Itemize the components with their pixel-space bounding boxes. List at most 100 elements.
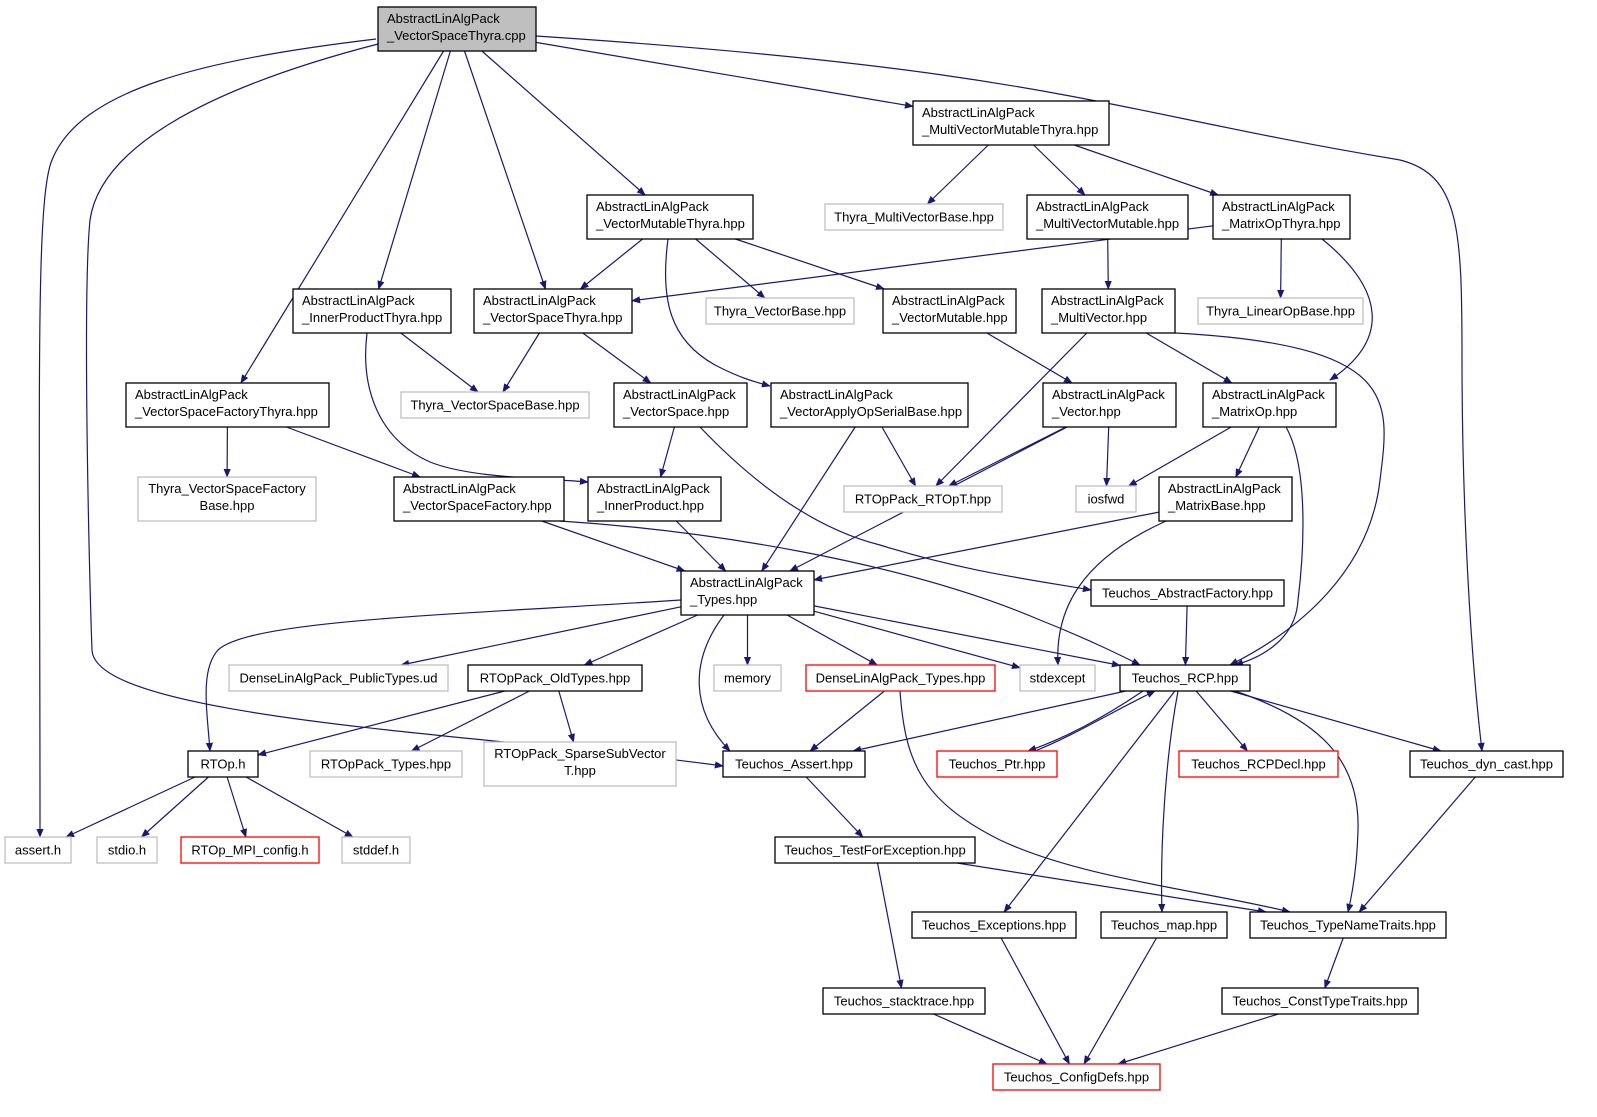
node-tmvb[interactable]: Thyra_MultiVectorBase.hpp — [824, 203, 1004, 231]
node-tvb[interactable]: Thyra_VectorBase.hpp — [705, 297, 855, 325]
node-box — [1212, 194, 1351, 240]
node-label-line: _VectorSpace.hpp — [622, 404, 729, 419]
node-label-line: AbstractLinAlgPack — [1052, 387, 1165, 402]
node-assert[interactable]: Teuchos_Assert.hpp — [722, 750, 866, 778]
node-tfe[interactable]: Teuchos_TestForException.hpp — [774, 836, 976, 864]
edge-rcp-to-tmap — [1158, 690, 1179, 913]
node-label-line: RTOp_MPI_config.h — [191, 843, 308, 858]
node-ip[interactable]: AbstractLinAlgPack_InnerProduct.hpp — [587, 476, 722, 522]
node-mot[interactable]: AbstractLinAlgPack_MatrixOpThyra.hpp — [1212, 194, 1351, 240]
node-ctt[interactable]: Teuchos_ConstTypeTraits.hpp — [1221, 987, 1419, 1015]
node-label-line: Thyra_LinearOpBase.hpp — [1206, 304, 1355, 319]
node-taf[interactable]: Teuchos_AbstractFactory.hpp — [1090, 579, 1285, 607]
node-box — [341, 836, 411, 864]
edge-root-to-vsft — [240, 50, 445, 384]
node-label-line: _VectorSpaceThyra.cpp — [386, 28, 526, 43]
node-asserth[interactable]: assert.h — [4, 836, 72, 864]
node-tlob[interactable]: Thyra_LinearOpBase.hpp — [1197, 297, 1364, 325]
edge-rtopold-to-rtoph — [257, 690, 505, 757]
node-exc[interactable]: Teuchos_Exceptions.hpp — [911, 911, 1077, 939]
node-vsft[interactable]: AbstractLinAlgPack_VectorSpaceFactoryThy… — [125, 382, 330, 428]
node-label-line: Teuchos_map.hpp — [1111, 918, 1217, 933]
edge-assert-to-tfe — [805, 776, 864, 838]
node-rcpdecl[interactable]: Teuchos_RCPDecl.hpp — [1178, 750, 1339, 778]
node-types[interactable]: AbstractLinAlgPack_Types.hpp — [680, 570, 815, 616]
node-label-line: Thyra_MultiVectorBase.hpp — [834, 210, 994, 225]
edge-rtopold-to-rtoptypes — [410, 690, 530, 752]
node-mv[interactable]: AbstractLinAlgPack_MultiVector.hpp — [1041, 288, 1176, 334]
node-vs[interactable]: AbstractLinAlgPack_VectorSpace.hpp — [613, 382, 748, 428]
node-box — [137, 476, 317, 522]
node-box — [770, 382, 969, 428]
node-rtoptypes[interactable]: RTOpPack_Types.hpp — [309, 750, 463, 778]
node-cfg[interactable]: Teuchos_ConfigDefs.hpp — [992, 1063, 1161, 1091]
edge-rtoph-to-mpiconf — [226, 776, 247, 838]
node-tmap[interactable]: Teuchos_map.hpp — [1100, 911, 1228, 939]
node-vmt[interactable]: AbstractLinAlgPack_VectorMutableThyra.hp… — [586, 194, 754, 240]
node-mo[interactable]: AbstractLinAlgPack_MatrixOp.hpp — [1202, 382, 1337, 428]
edge-mo-to-rcp — [1234, 426, 1304, 667]
edge-mvmt-to-mot — [1074, 144, 1220, 196]
node-mvm[interactable]: AbstractLinAlgPack_MultiVectorMutable.hp… — [1026, 194, 1189, 240]
edge-mv-to-mo — [1145, 332, 1233, 384]
node-label-line: Thyra_VectorSpaceBase.hpp — [410, 398, 579, 413]
node-dyncast[interactable]: Teuchos_dyn_cast.hpp — [1409, 750, 1564, 778]
node-box — [187, 750, 259, 778]
edge-rcp-to-dyncast — [1230, 690, 1442, 753]
node-label-line: _InnerProductThyra.hpp — [301, 310, 442, 325]
edge-vec-to-iosfwd — [1103, 426, 1111, 487]
edge-root-to-vmt — [481, 50, 646, 196]
node-iosfwd[interactable]: iosfwd — [1075, 485, 1137, 513]
edge-mot-to-mo — [1321, 238, 1373, 381]
node-ipt[interactable]: AbstractLinAlgPack_InnerProductThyra.hpp — [292, 288, 452, 334]
node-rtoph[interactable]: RTOp.h — [187, 750, 259, 778]
node-stdexcept[interactable]: stdexcept — [1019, 664, 1096, 692]
node-root[interactable]: AbstractLinAlgPack_VectorSpaceThyra.cpp — [377, 6, 537, 52]
node-ptr[interactable]: Teuchos_Ptr.hpp — [936, 750, 1058, 778]
node-mpiconf[interactable]: RTOp_MPI_config.h — [180, 836, 320, 864]
node-label-line: AbstractLinAlgPack — [1212, 387, 1325, 402]
edge-types-to-rcp — [813, 605, 1121, 668]
node-stack[interactable]: Teuchos_stacktrace.hpp — [822, 987, 986, 1015]
node-mb[interactable]: AbstractLinAlgPack_MatrixBase.hpp — [1158, 476, 1293, 522]
node-label-line: Teuchos_TypeNameTraits.hpp — [1260, 918, 1436, 933]
node-dlapt[interactable]: DenseLinAlgPack_PublicTypes.ud — [228, 664, 449, 692]
edge-vaosb-to-types — [761, 426, 856, 572]
node-vec[interactable]: AbstractLinAlgPack_Vector.hpp — [1042, 382, 1177, 428]
node-stdioh[interactable]: stdio.h — [96, 836, 158, 864]
node-tvsb[interactable]: Thyra_VectorSpaceBase.hpp — [400, 391, 590, 419]
node-label-line: _MultiVectorMutableThyra.hpp — [921, 122, 1098, 137]
edge-root-to-asserth — [36, 38, 377, 838]
node-vm[interactable]: AbstractLinAlgPack_VectorMutable.hpp — [882, 288, 1017, 334]
node-rtopt[interactable]: RTOpPack_RTOpT.hpp — [843, 485, 1003, 513]
node-label-line: DenseLinAlgPack_Types.hpp — [816, 671, 986, 686]
node-vst[interactable]: AbstractLinAlgPack_VectorSpaceThyra.hpp — [473, 288, 633, 334]
node-stddefh[interactable]: stddef.h — [341, 836, 411, 864]
node-box — [1041, 288, 1176, 334]
edge-root-to-mvmt — [535, 41, 914, 109]
node-label-line: Thyra_VectorBase.hpp — [714, 304, 846, 319]
node-memory[interactable]: memory — [713, 664, 782, 692]
node-box — [1100, 911, 1228, 939]
node-vsf[interactable]: AbstractLinAlgPack_VectorSpaceFactory.hp… — [393, 476, 565, 522]
node-mvmt[interactable]: AbstractLinAlgPack_MultiVectorMutableThy… — [912, 100, 1110, 146]
node-label-line: RTOp.h — [200, 757, 245, 772]
node-tnt[interactable]: Teuchos_TypeNameTraits.hpp — [1249, 911, 1447, 939]
node-box — [1249, 911, 1447, 939]
node-rtopold[interactable]: RTOpPack_OldTypes.hpp — [467, 664, 643, 692]
edge-root-to-vst — [463, 50, 547, 290]
node-label-line: Teuchos_RCPDecl.hpp — [1191, 757, 1325, 772]
node-label-line: AbstractLinAlgPack — [780, 387, 893, 402]
node-box — [1026, 194, 1189, 240]
node-dlatypes[interactable]: DenseLinAlgPack_Types.hpp — [805, 664, 996, 692]
node-label-line: iosfwd — [1088, 492, 1125, 507]
node-rcp[interactable]: Teuchos_RCP.hpp — [1119, 664, 1251, 692]
node-label-line: RTOpPack_RTOpT.hpp — [855, 492, 991, 507]
node-box — [822, 987, 986, 1015]
edge-taf-to-rcp — [1182, 605, 1190, 666]
edge-rcp-to-ptr — [1027, 690, 1144, 752]
node-vaosb[interactable]: AbstractLinAlgPack_VectorApplyOpSerialBa… — [770, 382, 969, 428]
